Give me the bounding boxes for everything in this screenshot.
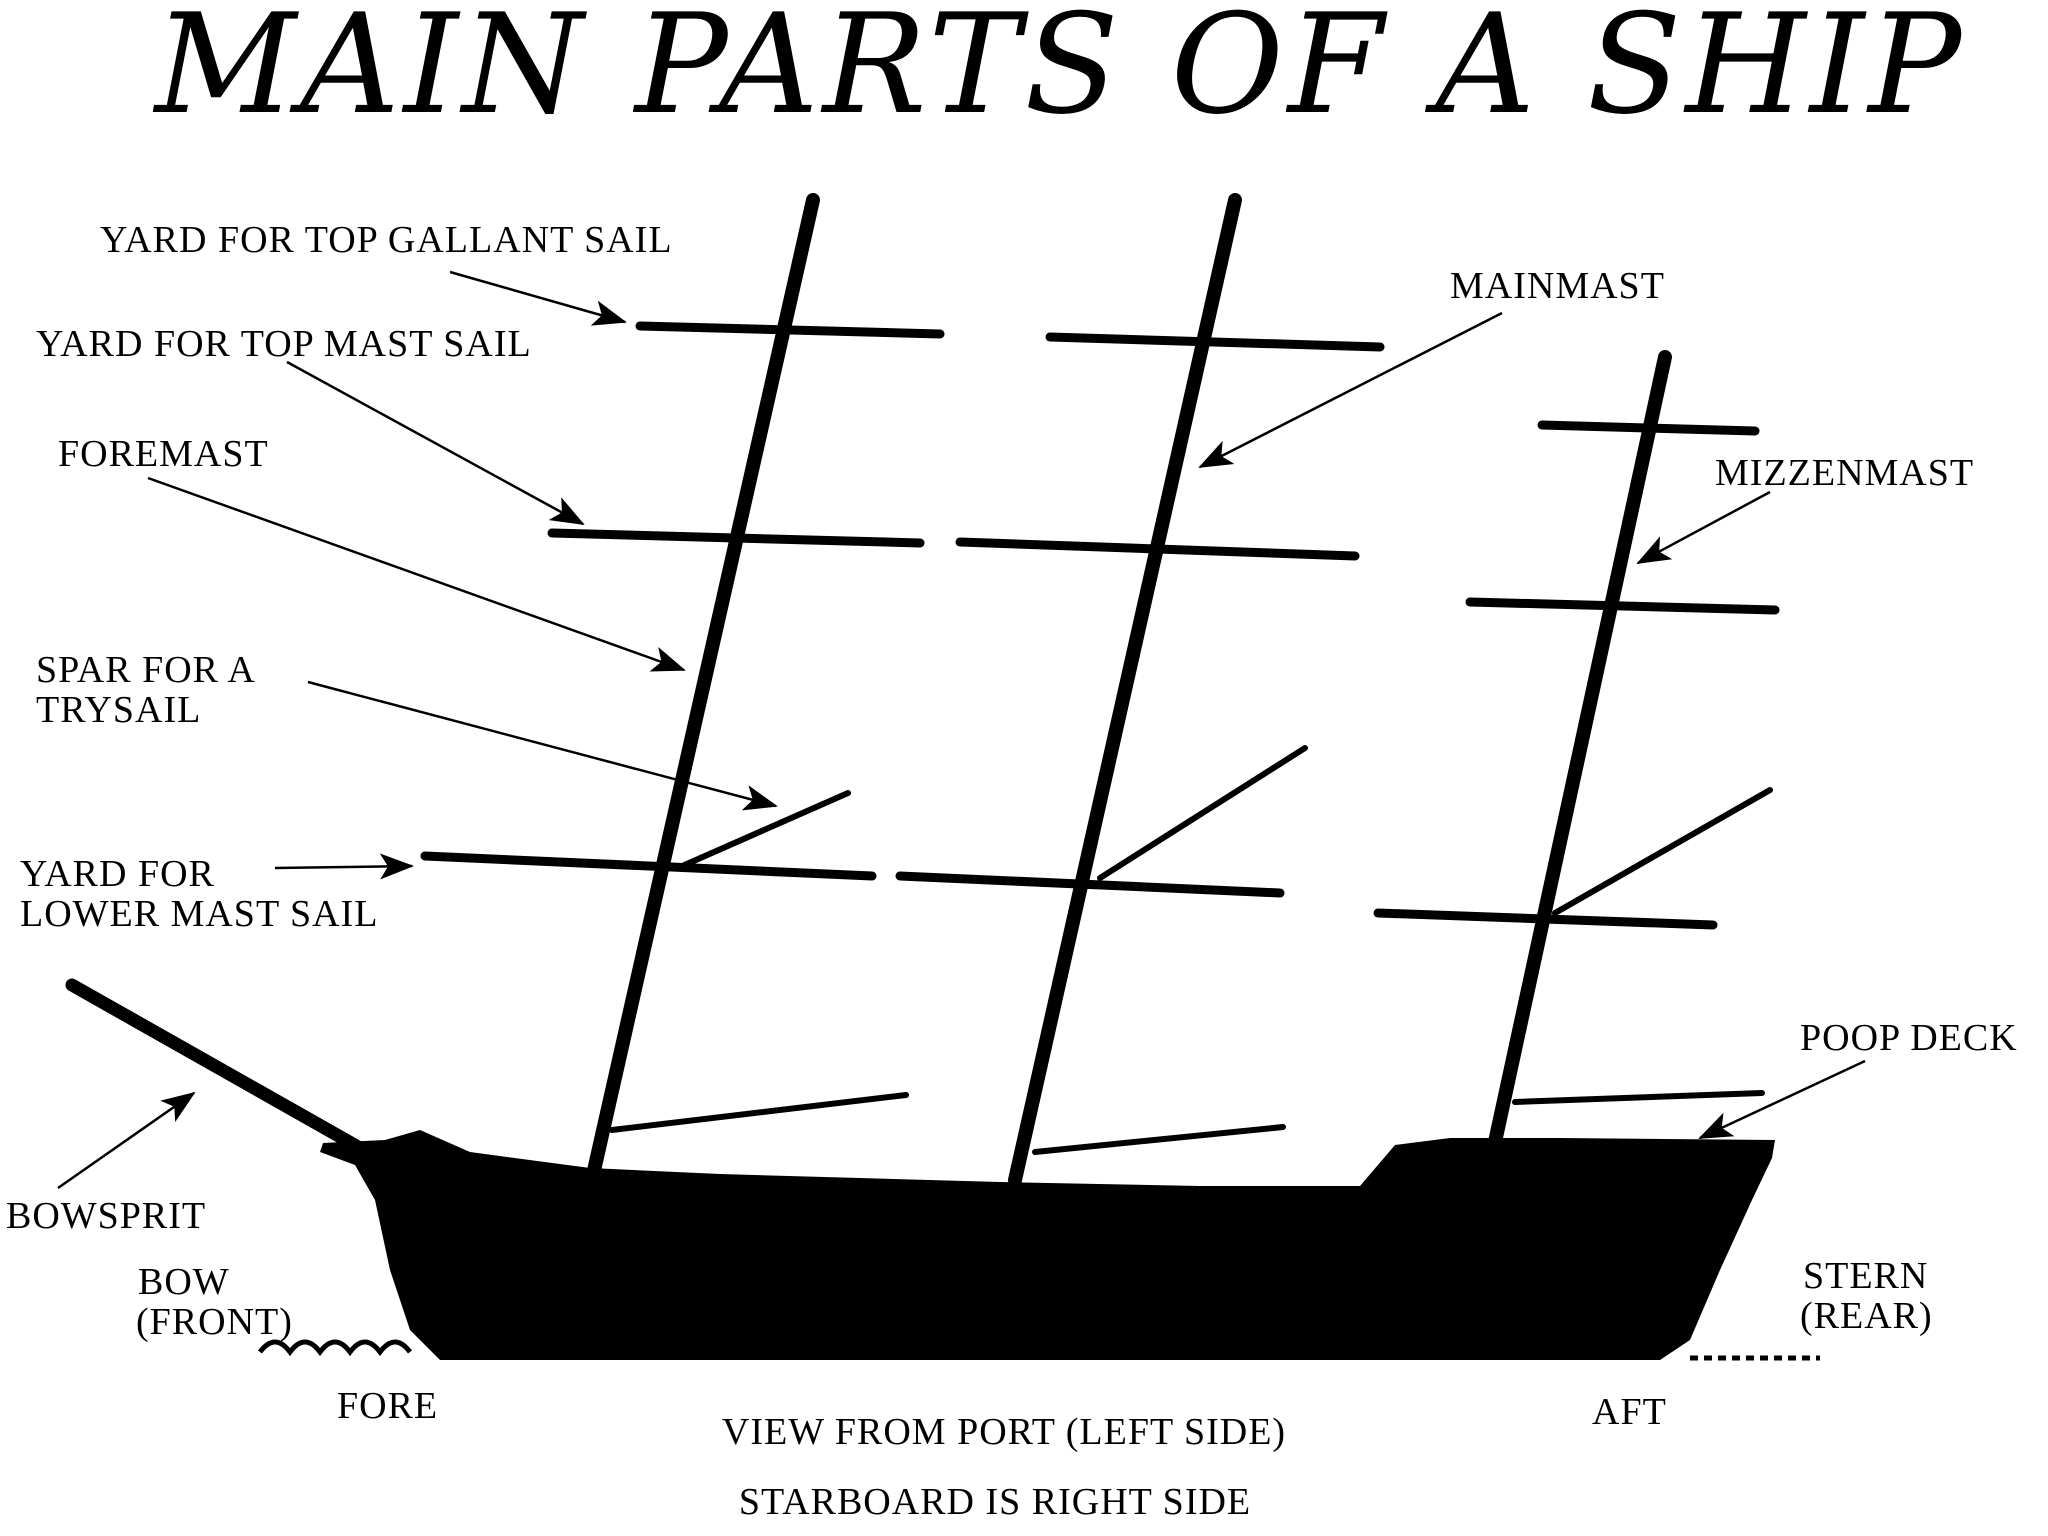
diagram-title: MAIN PARTS OF A SHIP xyxy=(152,0,1965,145)
foremast-top-gallant-yard xyxy=(635,321,945,339)
mizzenmast-middle-yard xyxy=(1465,597,1780,615)
mainmast-lower-yard xyxy=(895,871,1285,898)
leader-bowsprit xyxy=(57,1091,196,1190)
label-mainmast: MAINMAST xyxy=(1450,265,1665,307)
label-foremast: FOREMAST xyxy=(58,433,269,475)
leader-mizzenmast xyxy=(1636,490,1771,565)
mizzenmast-top-yard xyxy=(1537,420,1760,436)
ship-hull xyxy=(320,1130,1775,1360)
leader-top-gallant-yard xyxy=(449,270,627,326)
mainmast-top-mast-yard xyxy=(955,537,1360,561)
label-poop-deck: POOP DECK xyxy=(1800,1017,2018,1059)
label-fore: FORE xyxy=(337,1385,438,1427)
label-yard-top-gallant-sail: YARD FOR TOP GALLANT SAIL xyxy=(100,219,673,261)
label-stern-1: STERN xyxy=(1803,1255,1928,1297)
caption-view-from-port: VIEW FROM PORT (LEFT SIDE) xyxy=(722,1411,1286,1453)
mainmast-trysail-spar xyxy=(1097,745,1308,881)
foremast-trysail-spar xyxy=(677,790,851,870)
bowsprit-spar xyxy=(65,978,397,1172)
label-mizzenmast: MIZZENMAST xyxy=(1715,452,1974,494)
leader-lower-yard xyxy=(274,853,414,880)
mainmast-pole xyxy=(1008,193,1242,1187)
mainmast-rig xyxy=(895,193,1385,1187)
mizzenmast-trysail-spar xyxy=(1552,787,1773,916)
caption-starboard: STARBOARD IS RIGHT SIDE xyxy=(739,1481,1251,1523)
mainmast-boom xyxy=(1032,1124,1286,1155)
leader-top-mast-yard xyxy=(286,360,585,526)
foremast-boom xyxy=(609,1092,909,1133)
label-spar-trysail-2: TRYSAIL xyxy=(36,689,201,731)
foremast-lower-yard xyxy=(420,851,877,881)
label-bow-2: (FRONT) xyxy=(136,1301,293,1343)
label-aft: AFT xyxy=(1592,1391,1667,1433)
leader-poop-deck xyxy=(1698,1059,1866,1140)
foremast-top-mast-yard xyxy=(547,528,925,548)
label-yard-top-mast-sail: YARD FOR TOP MAST SAIL xyxy=(36,323,532,365)
mainmast-top-gallant-yard xyxy=(1045,332,1385,352)
mizzenmast-boom xyxy=(1512,1090,1765,1105)
label-stern-2: (REAR) xyxy=(1800,1295,1933,1337)
label-yard-lower-1: YARD FOR xyxy=(20,853,215,895)
label-spar-trysail-1: SPAR FOR A xyxy=(36,649,256,691)
label-bowsprit: BOWSPRIT xyxy=(6,1195,206,1237)
leader-lines xyxy=(57,270,1866,1190)
mizzenmast-lower-yard xyxy=(1373,908,1718,930)
leader-foremast xyxy=(147,476,686,672)
foremast-rig xyxy=(420,193,945,1182)
foremast-pole xyxy=(586,193,820,1182)
mizzenmast-pole xyxy=(1488,350,1672,1149)
label-yard-lower-2: LOWER MAST SAIL xyxy=(20,893,378,935)
bow-waves xyxy=(258,1339,1820,1361)
label-bow-1: BOW xyxy=(138,1261,230,1303)
leader-mainmast xyxy=(1198,311,1503,469)
mizzenmast-rig xyxy=(1373,350,1780,1149)
leader-trysail-spar xyxy=(307,680,778,811)
